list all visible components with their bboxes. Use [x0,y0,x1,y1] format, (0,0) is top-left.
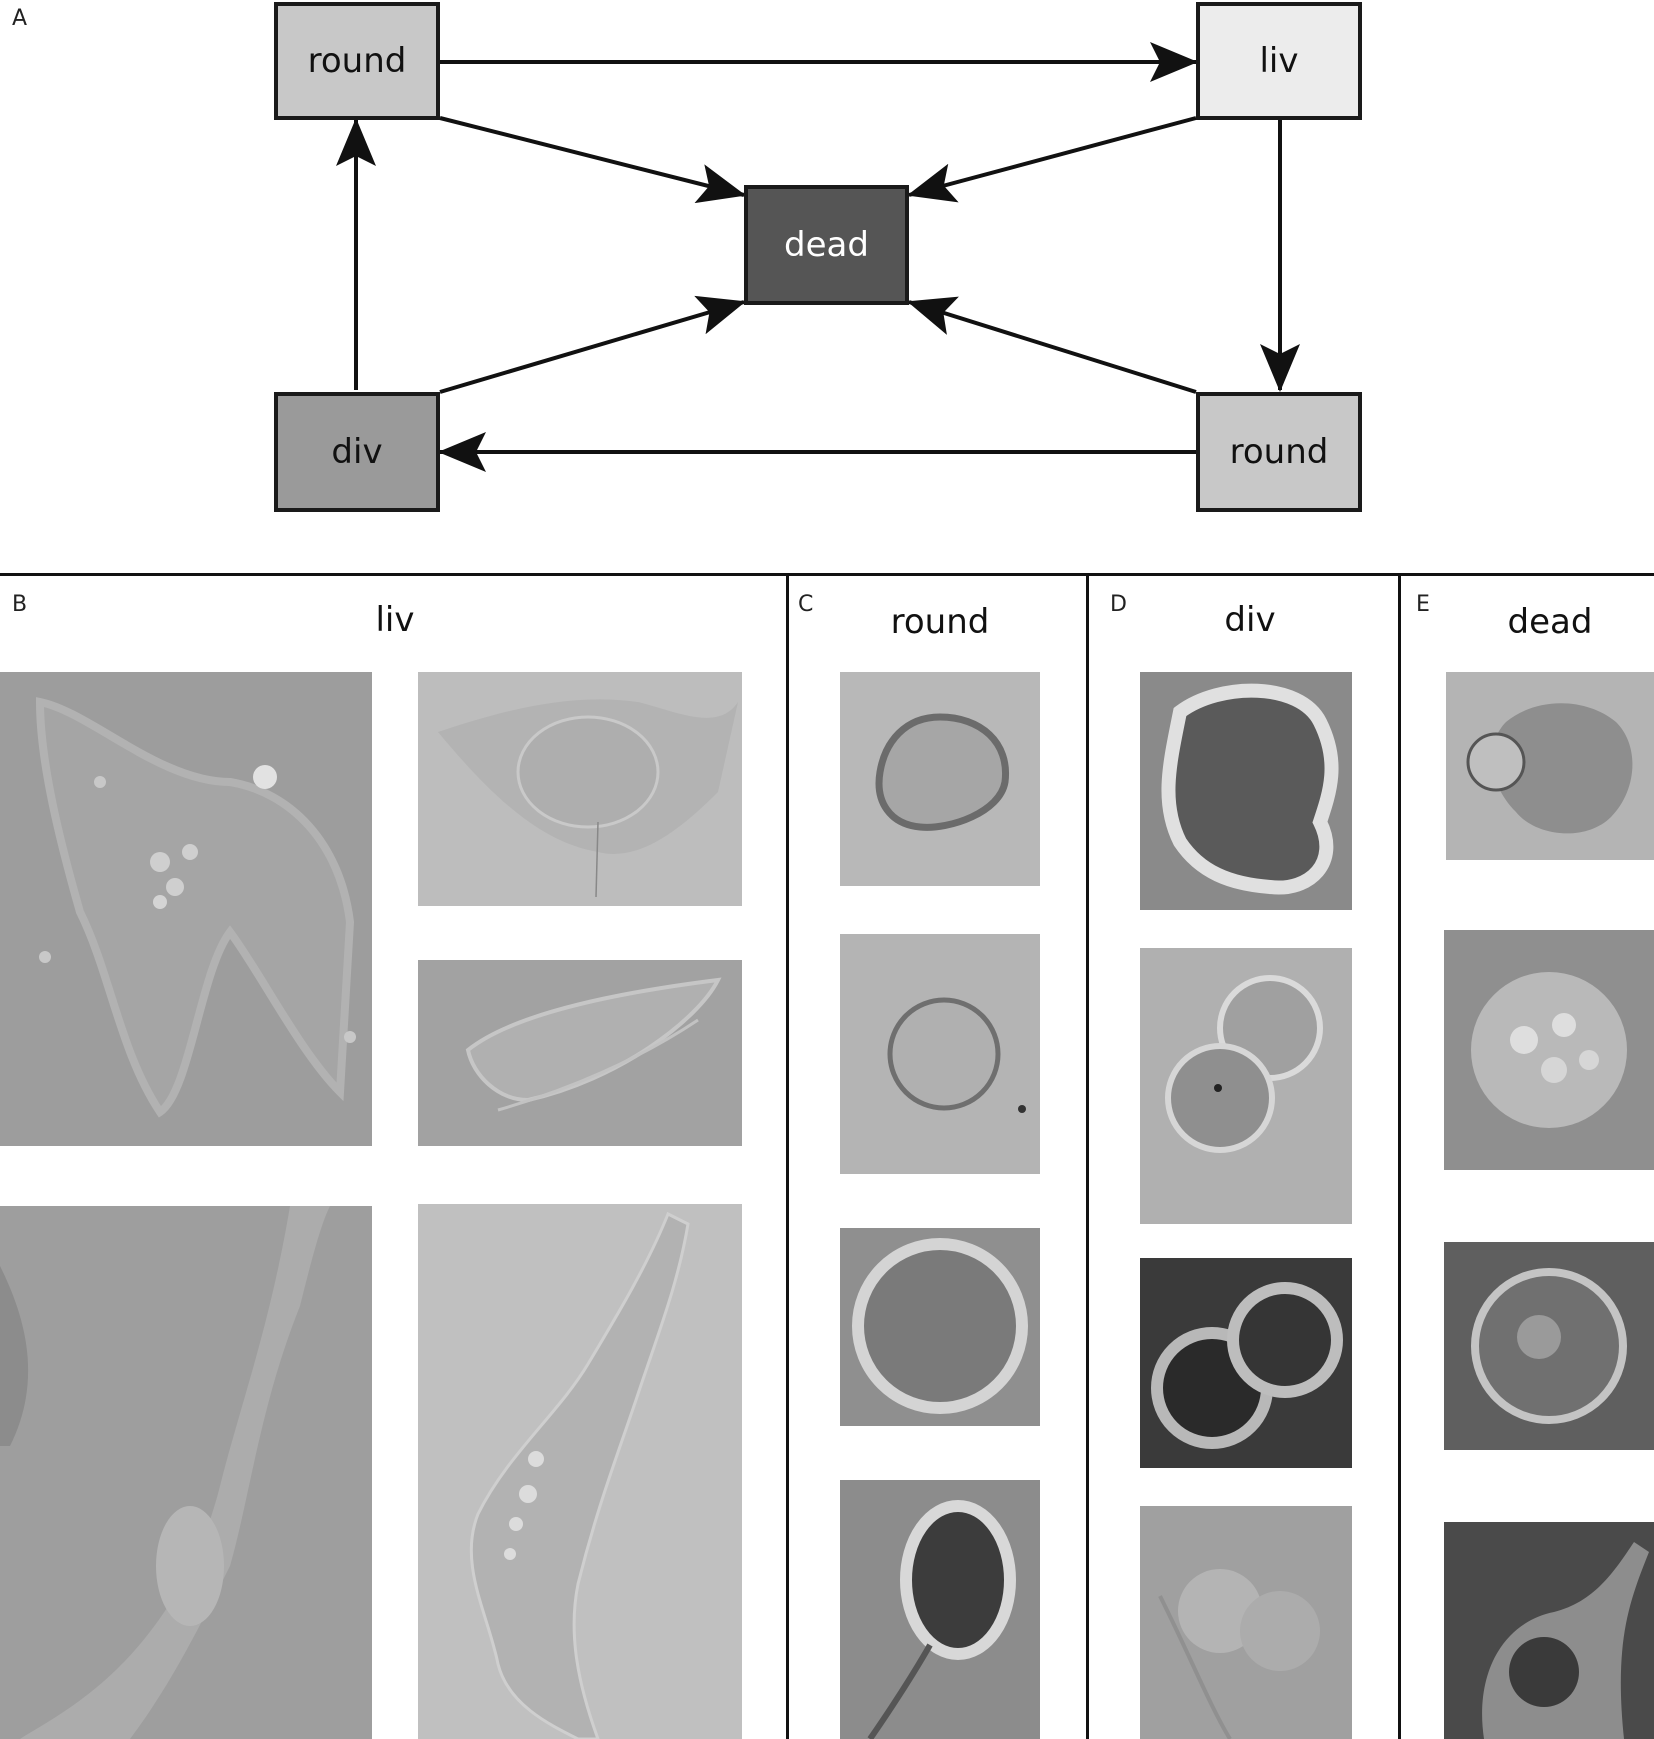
micrograph-dead-3 [1444,1242,1654,1450]
panel-c-letter: C [798,592,814,617]
divider-b-c [786,573,789,1739]
micrograph-round-2 [840,934,1040,1174]
micrograph-div-2 [1140,948,1352,1224]
micrograph-div-1 [1140,672,1352,910]
node-liv: liv [1196,2,1362,120]
edge-round-to-dead [439,116,746,204]
node-round-top: round [274,2,440,120]
panel-b-title: liv [375,600,415,640]
node-label: round [307,41,407,81]
micrograph-dead-1 [1446,672,1654,860]
panel-e-title: dead [1507,602,1593,642]
micrograph-liv-3 [418,960,742,1146]
node-dead: dead [744,185,909,305]
divider-d-e [1398,573,1401,1739]
micrograph-round-4 [840,1480,1040,1739]
panel-a-letter: A [12,6,28,31]
node-label: liv [1259,41,1299,81]
micrograph-liv-4 [0,1206,372,1739]
divider-c-d [1086,573,1089,1739]
panel-b-letter: B [12,592,28,617]
micrograph-round-3 [840,1228,1040,1426]
node-label: div [331,432,383,472]
micrograph-round-1 [840,672,1040,886]
divider-horizontal [0,573,1654,576]
micrograph-div-4 [1140,1506,1352,1739]
panel-e-letter: E [1416,592,1430,617]
state-diagram-arrows [336,42,1300,472]
node-round-bottom: round [1196,392,1362,512]
micrograph-div-3 [1140,1258,1352,1468]
micrograph-dead-4 [1444,1522,1654,1739]
panel-c-title: round [890,602,990,642]
edge-liv-to-dead [907,116,1197,203]
node-label: round [1229,432,1329,472]
edge-div-to-dead [439,295,746,394]
panel-d-title: div [1224,600,1276,640]
micrograph-liv-5 [418,1204,742,1739]
edge-round2-to-dead [907,296,1197,394]
micrograph-dead-2 [1444,930,1654,1170]
panel-d-letter: D [1110,592,1127,617]
micrograph-liv-1 [0,672,372,1146]
node-label: dead [784,225,869,265]
node-div: div [274,392,440,512]
micrograph-liv-2 [418,672,742,906]
